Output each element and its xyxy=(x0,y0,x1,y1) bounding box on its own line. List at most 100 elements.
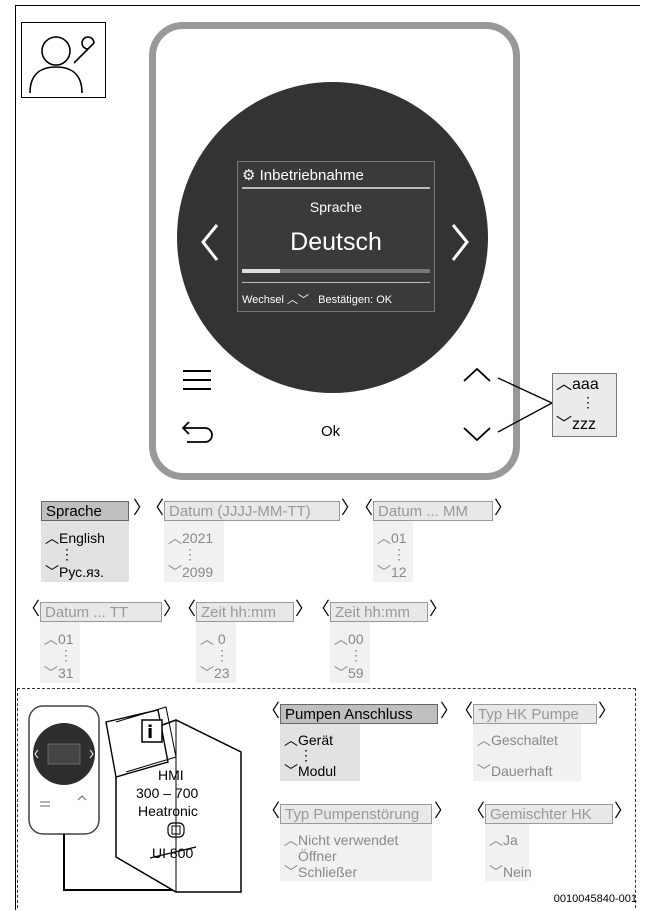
figure-caption: 0010045840-001 xyxy=(553,893,637,905)
menu-icon[interactable] xyxy=(181,367,213,393)
row1-col2-bg xyxy=(164,521,224,582)
row4-col1-last: ﹀Schließer xyxy=(284,864,358,880)
row2-col2-bg xyxy=(196,622,236,683)
chevron-right-icon: 〉 xyxy=(341,498,359,518)
info-icon: i xyxy=(147,722,153,743)
chevron-left-icon: 〈 xyxy=(262,801,280,821)
row1-col3-last: ﹀12 xyxy=(377,564,407,580)
row2-col3-first: ︿00 xyxy=(334,631,364,647)
row1-col2-header: Datum (JJJJ-MM-TT) xyxy=(164,501,340,521)
row4-col2-bg xyxy=(485,824,529,881)
row4-col1-bg xyxy=(280,824,432,881)
row2-col2-header: Zeit hh:mm xyxy=(196,602,294,622)
row4-col1-header: Typ Pumpenstörung xyxy=(280,804,432,824)
row3-col2-first: ︿Geschaltet xyxy=(477,732,558,748)
row1-col1-header: Sprache xyxy=(41,501,129,521)
chevron-right-icon: 〉 xyxy=(133,498,151,518)
book-line-3: Heatronic xyxy=(138,803,198,819)
chevron-left-icon: 〈 xyxy=(355,498,373,518)
arrow-down-icon[interactable] xyxy=(462,424,492,444)
footer-divider xyxy=(242,282,430,283)
screen-header: ⚙ Inbetriebnahme xyxy=(242,166,364,184)
book-line-2: 300 – 700 xyxy=(136,785,198,801)
row1-col2-dots: ⋮ xyxy=(183,546,197,562)
chevron-right-icon: 〉 xyxy=(614,801,632,821)
chevron-right-icon: 〉 xyxy=(429,599,447,619)
chevron-right-icon: 〉 xyxy=(598,701,616,721)
row1-col3-dots: ⋮ xyxy=(392,546,406,562)
screen-footer: Wechsel ︿﹀ Bestätigen: OK xyxy=(242,291,392,307)
book-line-1: HMI xyxy=(158,767,184,783)
row1-col1-last: ﹀Рус.яз. xyxy=(45,564,104,580)
callout-lines xyxy=(497,377,553,433)
back-icon[interactable] xyxy=(181,418,213,444)
chevron-right-icon: 〉 xyxy=(163,599,181,619)
row2-col1-bg xyxy=(40,622,80,683)
row1-col2-first: ︿2021 xyxy=(168,530,214,546)
gear-icon: ⚙ xyxy=(242,167,256,184)
row2-col1-last: ﹀31 xyxy=(44,665,74,681)
progress-fill xyxy=(242,269,280,273)
chevron-right-icon: 〉 xyxy=(440,701,458,721)
row3-col2-header: Typ HK Pumpe xyxy=(473,704,597,724)
chevron-left-icon: 〈 xyxy=(262,701,280,721)
row1-col1-first: ︿English xyxy=(45,530,105,546)
device-screen: ⚙ Inbetriebnahme Sprache Deutsch Wechsel… xyxy=(237,161,435,312)
row2-col1-dots: ⋮ xyxy=(59,647,73,663)
row2-col3-bg xyxy=(330,622,370,683)
progress-track xyxy=(242,269,430,273)
row1-col2-last: ﹀2099 xyxy=(168,564,214,580)
row1-col1-dots: ⋮ xyxy=(60,546,74,562)
callout-bottom: ﹀zzz xyxy=(556,416,597,433)
screen-value: Deutsch xyxy=(290,228,382,256)
figure-frame xyxy=(15,5,640,910)
chevron-right-icon: 〉 xyxy=(434,801,452,821)
chevron-left-icon: 〈 xyxy=(467,801,485,821)
row2-col3-dots: ⋮ xyxy=(349,647,363,663)
service-user-icon xyxy=(21,22,106,98)
row4-col1-middle: Öffner xyxy=(298,848,337,864)
chevron-right-icon: 〉 xyxy=(295,599,313,619)
row2-col2-dots: ⋮ xyxy=(215,647,229,663)
chevron-left-icon: 〈 xyxy=(312,599,330,619)
row2-col3-header: Zeit hh:mm xyxy=(330,602,428,622)
row2-col1-header: Datum ... TT xyxy=(40,602,162,622)
callout-top: ︿aaa xyxy=(556,376,599,393)
row2-col2-last: ﹀23 xyxy=(200,665,230,681)
row3-col1-bg xyxy=(280,724,360,781)
chevron-left-icon: 〈 xyxy=(146,498,164,518)
row1-col3-bg xyxy=(373,521,413,582)
row4-col2-first: ︿Ja xyxy=(489,832,518,848)
row4-col2-last: ﹀Nein xyxy=(489,864,532,880)
callout-dots: ⋮ xyxy=(581,394,595,410)
chevron-left-icon: 〈 xyxy=(178,599,196,619)
row3-col2-last: ﹀Dauerhaft xyxy=(477,763,553,779)
row1-col3-header: Datum ... MM xyxy=(373,501,493,521)
screen-title: Inbetriebnahme xyxy=(259,167,364,184)
chevron-left-icon: 〈 xyxy=(455,701,473,721)
footer-left: Wechsel xyxy=(242,294,284,306)
device-book-illustration: i HMI 300 – 700 Heatronic UI 800 xyxy=(28,705,242,893)
chevron-left-icon[interactable] xyxy=(195,220,225,265)
row3-col1-last: ﹀Modul xyxy=(284,763,337,779)
callout-box: ︿aaa ⋮ ﹀zzz xyxy=(552,373,617,437)
row4-col1-first: ︿Nicht verwendet xyxy=(284,832,399,848)
row2-col1-first: ︿01 xyxy=(44,631,74,647)
chevron-right-icon: 〉 xyxy=(494,498,512,518)
ok-button[interactable]: Ok xyxy=(321,423,341,440)
row3-col1-dots: ⋮ xyxy=(299,747,313,763)
screen-subtitle: Sprache xyxy=(309,199,363,215)
row1-col1-bg xyxy=(41,521,129,582)
row3-col1-first: ︿Gerät xyxy=(284,732,334,748)
footer-right: Bestätigen: OK xyxy=(318,294,393,306)
row3-col2-bg xyxy=(473,724,581,781)
row1-col3-first: ︿01 xyxy=(377,530,407,546)
row3-col1-header: Pumpen Anschluss xyxy=(280,704,438,724)
row4-col2-header: Gemischter HK xyxy=(485,804,613,824)
chevron-right-icon[interactable] xyxy=(445,220,475,265)
screen-divider xyxy=(242,187,430,189)
chevron-left-icon: 〈 xyxy=(22,599,40,619)
arrow-up-icon[interactable] xyxy=(462,365,492,385)
up-down-icon: ︿﹀ xyxy=(287,294,313,306)
row2-col3-last: ﹀59 xyxy=(334,665,364,681)
